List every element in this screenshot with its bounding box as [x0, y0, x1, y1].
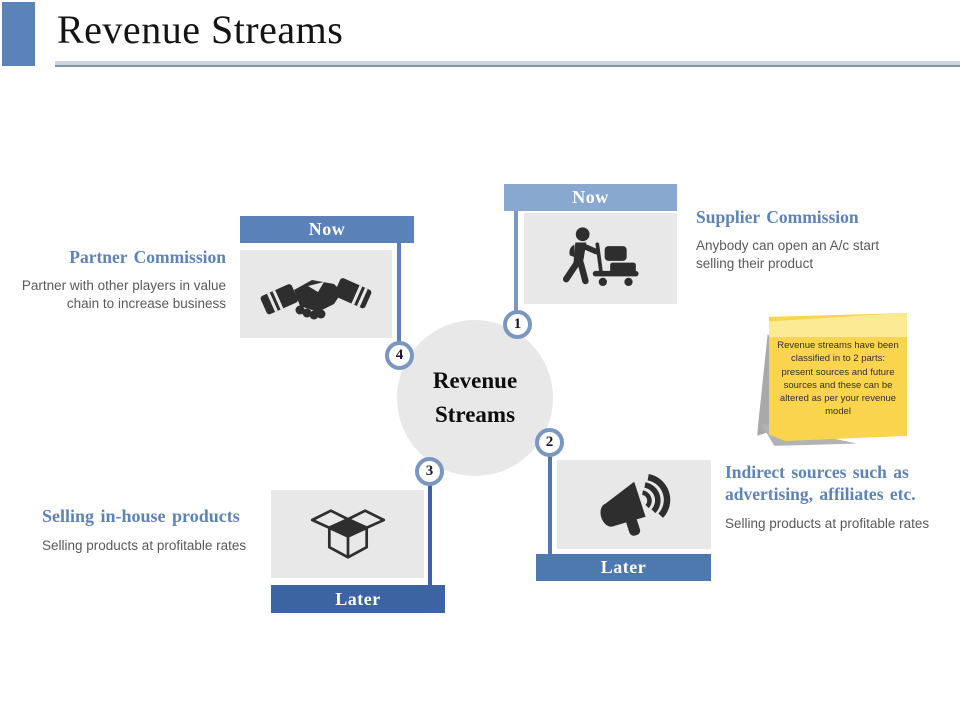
- iconbox-partner: [240, 250, 392, 338]
- inhouse-desc: Selling products at profitable rates: [42, 538, 247, 554]
- porter-cart-icon: [555, 226, 647, 292]
- text-block-inhouse: Selling in-house products Selling produc…: [42, 505, 302, 554]
- banner-now-supplier: Now: [504, 184, 677, 211]
- marker-4: 4: [385, 341, 414, 370]
- supplier-title: Supplier Commission: [696, 207, 859, 227]
- handshake-icon: [260, 262, 372, 326]
- supplier-desc: Anybody can open an A/c start selling th…: [696, 238, 880, 271]
- page-title: Revenue Streams: [57, 7, 344, 52]
- banner-later-indirect: Later: [536, 554, 711, 581]
- center-hub-circle: Revenue Streams: [397, 320, 553, 476]
- connector-supplier: [514, 209, 518, 312]
- banner-later-inhouse: Later: [271, 585, 445, 613]
- text-block-supplier: Supplier Commission Anybody can open an …: [696, 206, 916, 272]
- inhouse-title: Selling in-house products: [42, 506, 240, 526]
- sticky-note-body: Revenue streams have been classified in …: [769, 313, 907, 441]
- connector-inhouse: [428, 485, 432, 586]
- connector-partner: [397, 241, 401, 344]
- marker-3: 3: [415, 457, 444, 486]
- iconbox-supplier: [524, 213, 677, 304]
- sticky-note-top-strip: [769, 313, 907, 337]
- partner-title: Partner Commission: [69, 247, 226, 267]
- banner-now-partner: Now: [240, 216, 414, 243]
- sticky-note: Revenue streams have been classified in …: [755, 310, 913, 456]
- text-block-indirect: Indirect sources such as advertising, af…: [725, 461, 953, 532]
- partner-desc: Partner with other players in value chai…: [21, 278, 226, 311]
- indirect-title: Indirect sources such as advertising, af…: [725, 462, 916, 505]
- center-hub-line2: Streams: [434, 402, 516, 427]
- marker-2: 2: [535, 428, 564, 457]
- sticky-note-text: Revenue streams have been classified in …: [777, 340, 899, 418]
- open-box-icon: [309, 499, 387, 569]
- corner-accent-block: [2, 2, 35, 66]
- iconbox-inhouse: [271, 490, 424, 578]
- indirect-desc: Selling products at profitable rates: [725, 515, 930, 531]
- marker-1: 1: [503, 310, 532, 339]
- connector-indirect: [548, 455, 552, 556]
- text-block-partner: Partner Commission Partner with other pl…: [20, 246, 226, 312]
- center-hub-line1: Revenue: [432, 367, 518, 393]
- title-divider-light: [55, 61, 960, 65]
- title-divider-dark: [55, 65, 960, 67]
- iconbox-indirect: [557, 460, 711, 549]
- megaphone-icon: [588, 468, 680, 542]
